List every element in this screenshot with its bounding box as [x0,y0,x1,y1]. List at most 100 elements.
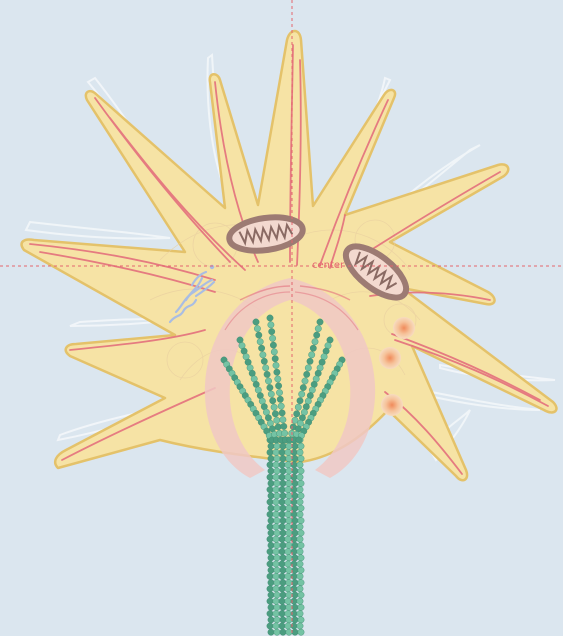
tubulin-bead [286,455,292,461]
tubulin-bead [271,349,277,355]
tubulin-bead [280,579,286,585]
tubulin-bead [298,468,304,474]
tubulin-bead [268,391,274,397]
tubulin-bead [268,322,274,328]
tubulin-bead [279,449,285,455]
tubulin-bead [274,604,280,610]
tubulin-bead [279,499,285,505]
tubulin-bead [273,573,279,579]
tubulin-bead [279,474,285,480]
tubulin-bead [273,610,279,616]
tubulin-bead [256,332,262,338]
tubulin-bead [273,449,279,455]
tubulin-bead [285,474,291,480]
tubulin-bead [296,437,302,443]
tubulin-bead [274,517,280,523]
tubulin-bead [279,610,285,616]
tubulin-bead [317,319,323,325]
tubulin-bead [267,536,273,542]
tubulin-bead [298,629,304,635]
tubulin-bead [268,567,274,573]
tubulin-bead [268,455,274,461]
tubulin-bead [274,567,280,573]
tubulin-bead [268,480,274,486]
tubulin-bead [279,524,285,530]
tubulin-bead [285,499,291,505]
tubulin-bead [285,586,291,592]
tubulin-bead [297,561,303,567]
tubulin-bead [298,555,304,561]
tubulin-bead [279,561,285,567]
tubulin-bead [268,468,274,474]
tubulin-bead [298,493,304,499]
tubulin-bead [279,548,285,554]
tubulin-bead [302,378,308,384]
tubulin-bead [273,598,279,604]
tubulin-bead [286,579,292,585]
tubulin-bead [273,623,279,629]
tubulin-bead [280,468,286,474]
tubulin-bead [271,404,277,410]
tubulin-bead [281,430,287,436]
tubulin-bead [272,411,278,417]
tubulin-bead [268,530,274,536]
tubulin-bead [297,536,303,542]
tubulin-bead [273,524,279,530]
tubulin-bead [292,505,298,511]
tubulin-bead [274,455,280,461]
tubulin-bead [280,417,286,423]
tubulin-bead [267,384,273,390]
tubulin-bead [273,548,279,554]
tubulin-bead [280,629,286,635]
tubulin-bead [286,468,292,474]
tubulin-bead [280,604,286,610]
tubulin-bead [280,567,286,573]
tubulin-bead [286,592,292,598]
tubulin-bead [267,315,273,321]
tubulin-bead [292,468,298,474]
tubulin-bead [273,561,279,567]
tubulin-bead [268,505,274,511]
tubulin-bead [292,604,298,610]
tubulin-bead [274,417,280,423]
tubulin-bead [274,592,280,598]
tubulin-bead [270,342,276,348]
tubulin-bead [280,455,286,461]
tubulin-bead [285,524,291,530]
tubulin-bead [281,423,287,429]
tubulin-bead [298,455,304,461]
tubulin-bead [279,410,285,416]
tubulin-bead [274,579,280,585]
tubulin-bead [297,586,303,592]
tubulin-bead [274,443,280,449]
tubulin-bead [292,567,298,573]
tubulin-bead [292,579,298,585]
tubulin-bead [274,468,280,474]
tubulin-bead [267,586,273,592]
tubulin-bead [277,396,283,402]
tubulin-bead [297,499,303,505]
tubulin-bead [268,604,274,610]
tubulin-bead [286,505,292,511]
tubulin-bead [285,511,291,517]
tubulin-bead [274,629,280,635]
tubulin-bead [298,579,304,585]
tubulin-bead [298,530,304,536]
tubulin-bead [292,555,298,561]
tubulin-bead [273,474,279,480]
tubulin-bead [279,623,285,629]
tubulin-bead [279,536,285,542]
tubulin-bead [292,592,298,598]
tubulin-bead [279,462,285,468]
tubulin-bead [279,598,285,604]
tubulin-bead [309,352,315,358]
tubulin-bead [280,592,286,598]
tubulin-bead [285,486,291,492]
tubulin-bead [267,499,273,505]
tubulin-bead [279,586,285,592]
tubulin-bead [267,573,273,579]
tubulin-bead [297,474,303,480]
tubulin-bead [285,561,291,567]
tubulin-bead [280,517,286,523]
tubulin-bead [279,511,285,517]
